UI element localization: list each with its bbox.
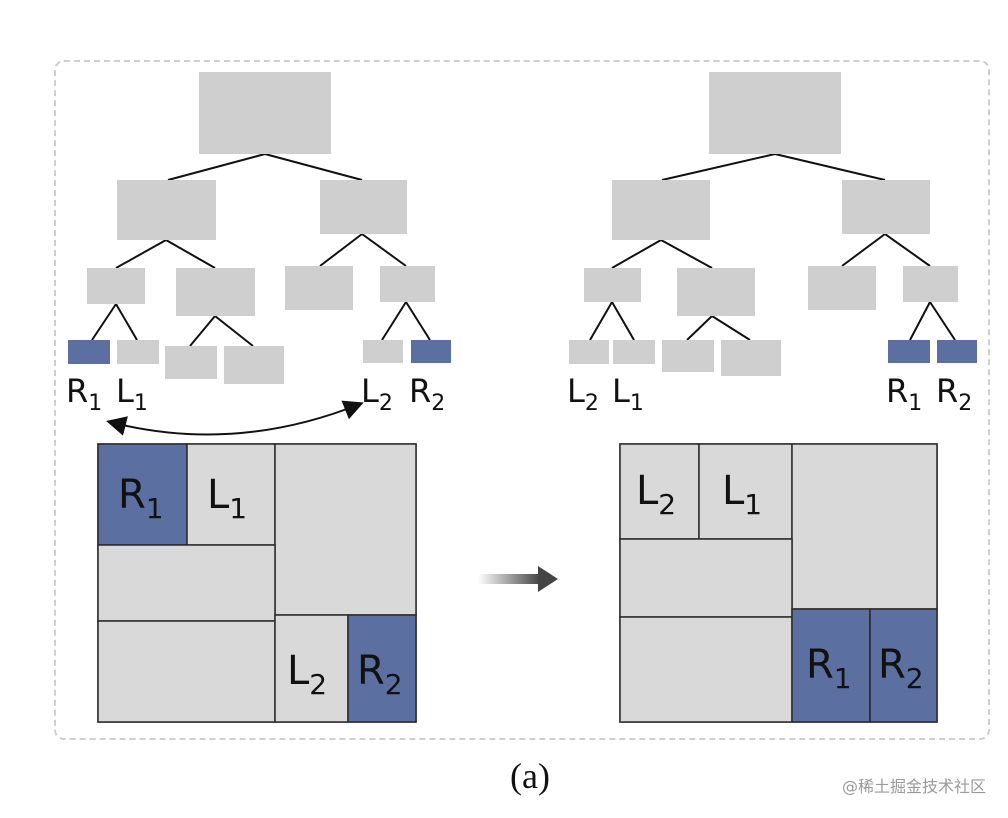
left-level1-left-node — [117, 180, 216, 240]
left-tree-label-l2: L2 — [361, 372, 393, 416]
right-matrix — [619, 443, 938, 723]
right-tree — [589, 153, 956, 341]
left-leaf-node — [224, 346, 284, 384]
left-tree-labels: R1 L1 L2 R2 — [66, 372, 445, 416]
right-leaf-r2 — [937, 340, 977, 363]
left-leaf-l2 — [363, 340, 403, 363]
left-root-node — [199, 72, 331, 154]
dashed-frame — [54, 60, 990, 740]
right-block — [619, 616, 793, 723]
right-tree-label-l1: L1 — [612, 372, 644, 416]
left-block — [274, 443, 417, 616]
left-leaf-node — [165, 346, 217, 379]
right-block-l1 — [698, 443, 793, 540]
left-matrix-label-r2: R2 — [357, 648, 403, 701]
left-block-l2 — [274, 614, 349, 723]
left-tree-nodes — [68, 72, 451, 384]
transform-arrow — [478, 566, 558, 592]
right-level1-left-node — [612, 180, 710, 240]
right-matrix-label-r1: R1 — [806, 642, 852, 695]
left-block — [97, 544, 276, 622]
left-matrix-labels: R1 L1 L2 R2 — [118, 472, 403, 701]
right-tree-label-r1: R1 — [886, 372, 922, 416]
left-leaf-r2 — [411, 340, 451, 363]
left-block-l1 — [186, 443, 276, 546]
left-level2-node — [87, 268, 145, 304]
left-tree-label-r1: R1 — [66, 372, 102, 416]
right-matrix-labels: L2 L1 R1 R2 — [636, 468, 924, 695]
right-block — [791, 443, 938, 610]
right-tree-nodes — [569, 72, 977, 376]
right-block-r2 — [869, 608, 938, 723]
left-block-r1 — [97, 443, 188, 546]
left-block — [97, 620, 276, 723]
right-leaf-l1 — [613, 340, 655, 364]
left-tree-label-l1: L1 — [116, 372, 148, 416]
right-tree-label-r2: R2 — [936, 372, 972, 416]
right-leaf-r1 — [888, 340, 930, 363]
left-matrix-label-r1: R1 — [118, 472, 164, 525]
left-tree — [91, 153, 431, 347]
left-leaf-r1 — [68, 340, 110, 364]
right-block-l2 — [619, 443, 700, 540]
watermark: @稀土掘金技术社区 — [842, 777, 986, 796]
left-matrix-label-l2: L2 — [287, 648, 327, 701]
left-level2-node — [380, 266, 435, 302]
right-level2-node — [584, 268, 641, 302]
right-matrix-label-l2: L2 — [636, 468, 676, 521]
right-tree-labels: L2 L1 R1 R2 — [567, 372, 972, 416]
swap-arrow — [106, 400, 364, 436]
left-matrix — [97, 443, 417, 723]
right-matrix-label-r2: R2 — [878, 642, 924, 695]
right-leaf-node — [662, 340, 714, 372]
right-level2-node — [903, 266, 958, 302]
right-leaf-l2 — [569, 340, 609, 364]
right-level2-node — [677, 268, 755, 316]
left-block-r2 — [347, 614, 417, 723]
right-leaf-node — [721, 340, 781, 376]
left-matrix-label-l1: L1 — [207, 472, 247, 525]
right-level2-node — [808, 266, 876, 310]
figure-caption: (a) — [510, 756, 550, 796]
left-level2-node — [176, 268, 255, 316]
right-root-node — [709, 72, 841, 154]
left-level1-right-node — [320, 180, 407, 234]
right-tree-label-l2: L2 — [567, 372, 599, 416]
right-matrix-label-l1: L1 — [722, 468, 762, 521]
right-block-r1 — [791, 608, 871, 723]
left-level2-node — [285, 266, 353, 310]
right-level1-right-node — [842, 180, 930, 234]
right-block — [619, 538, 793, 618]
left-leaf-l1 — [117, 340, 159, 364]
left-tree-label-r2: R2 — [409, 372, 445, 416]
